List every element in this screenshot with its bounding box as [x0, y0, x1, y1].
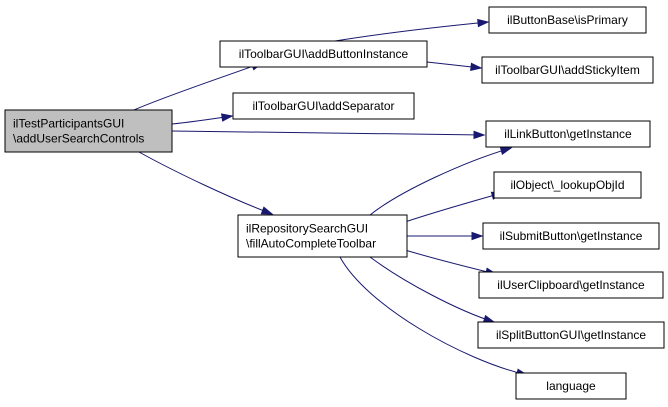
node-label-line: ilToolbarGUI\addStickyItem [495, 63, 640, 77]
edge-arrowhead [482, 314, 496, 323]
node-label-line: ilToolbarGUI\addSeparator [252, 99, 394, 113]
edge-line [334, 21, 489, 42]
edge-add_user_search-to-add_separator [171, 113, 234, 125]
edge-fill_autocomplete-to-link_button [369, 146, 513, 216]
node-label-line: ilObject\_lookupObjId [510, 178, 624, 192]
node-box [477, 321, 665, 349]
edge-fill_autocomplete-to-split_button [369, 256, 496, 323]
edges-layer [133, 18, 529, 377]
node-label-line: ilSubmitButton\getInstance [500, 229, 643, 243]
node-split-button[interactable]: ilSplitButtonGUI\getInstance [477, 321, 665, 349]
node-box [478, 271, 664, 299]
edge-add_button_instance-to-is_primary [334, 18, 490, 42]
edge-arrowhead [220, 113, 234, 122]
node-lookup-obj-id[interactable]: ilObject\_lookupObjId [493, 171, 642, 199]
edge-line [404, 192, 503, 223]
node-label-line: ilToolbarGUI\addButtonInstance [239, 47, 409, 61]
node-fill-autocomplete[interactable]: ilRepositorySearchGUI\fillAutoCompleteTo… [237, 214, 408, 258]
node-box [481, 56, 654, 84]
node-label-line: ilUserClipboard\getInstance [497, 278, 645, 292]
edge-arrowhead [477, 18, 490, 28]
edge-arrowhead [260, 206, 274, 215]
nodes-layer: ilTestParticipantsGUI\addUserSearchContr… [4, 6, 665, 400]
node-is-primary[interactable]: ilButtonBase\isPrimary [488, 6, 647, 34]
edge-fill_autocomplete-to-lookup_obj_id [404, 191, 504, 223]
node-label-line: ilRepositorySearchGUI [246, 222, 368, 236]
node-box [237, 214, 408, 258]
node-label-line: ilLinkButton\getInstance [504, 127, 632, 141]
edge-arrowhead [499, 146, 513, 155]
node-link-button[interactable]: ilLinkButton\getInstance [485, 120, 651, 148]
node-box [4, 109, 173, 153]
node-add-user-search[interactable]: ilTestParticipantsGUI\addUserSearchContr… [4, 109, 173, 153]
node-box [488, 6, 647, 34]
edge-add_user_search-to-fill_autocomplete [138, 151, 274, 215]
edge-line [404, 249, 497, 275]
edge-arrowhead [471, 231, 484, 241]
edge-line [138, 151, 273, 215]
node-add-button-instance[interactable]: ilToolbarGUI\addButtonInstance [219, 40, 428, 68]
node-label-line: ilTestParticipantsGUI [13, 117, 124, 131]
node-add-separator[interactable]: ilToolbarGUI\addSeparator [232, 92, 415, 120]
node-label-line: language [546, 379, 596, 393]
node-box [485, 120, 651, 148]
node-box [515, 372, 627, 400]
edge-line [171, 130, 485, 136]
edge-line [133, 62, 263, 111]
node-label-line: \addUserSearchControls [13, 132, 144, 146]
node-box [232, 92, 415, 120]
node-box [493, 171, 642, 199]
edge-arrowhead [473, 130, 486, 140]
edge-line [339, 256, 528, 376]
node-language[interactable]: language [515, 372, 627, 400]
edge-add_user_search-to-link_button [171, 130, 486, 140]
node-submit-button[interactable]: ilSubmitButton\getInstance [482, 222, 660, 250]
node-user-clipboard[interactable]: ilUserClipboard\getInstance [478, 271, 664, 299]
edge-fill_autocomplete-to-user_clipboard [404, 249, 498, 276]
node-box [219, 40, 428, 68]
edge-fill_autocomplete-to-submit_button [407, 231, 484, 241]
node-label-line: ilButtonBase\isPrimary [507, 13, 628, 27]
edge-arrowhead [470, 62, 483, 72]
node-label-line: ilSplitButtonGUI\getInstance [496, 328, 646, 342]
edge-add_button_instance-to-add_sticky_item [426, 61, 483, 72]
edge-line [369, 147, 512, 216]
node-box [482, 222, 660, 250]
node-label-line: \fillAutoCompleteToolbar [246, 237, 376, 251]
node-add-sticky-item[interactable]: ilToolbarGUI\addStickyItem [481, 56, 654, 84]
edge-line [369, 256, 495, 323]
